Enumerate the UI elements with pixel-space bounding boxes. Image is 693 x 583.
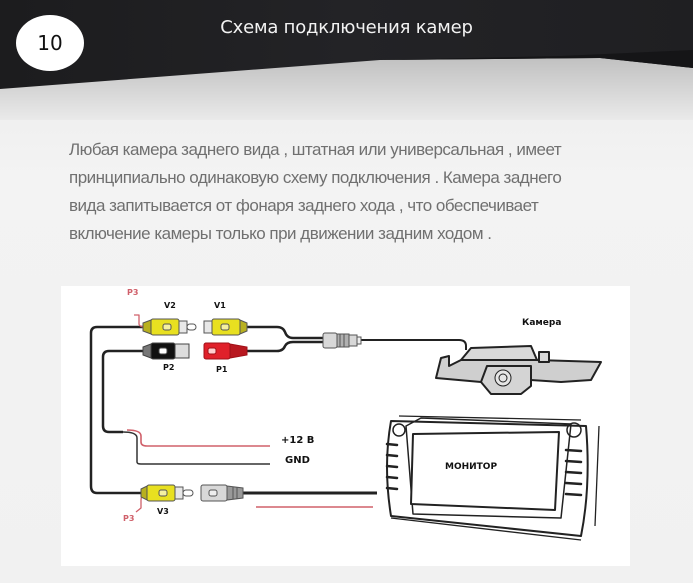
step-number-badge: 10: [16, 15, 84, 71]
label-plus12: +12 В: [281, 435, 315, 446]
wiring-diagram-drawing: [89, 314, 602, 541]
label-v2: V2: [164, 301, 176, 310]
label-gnd: GND: [285, 455, 310, 466]
label-p2: P2: [163, 363, 175, 372]
monitor-icon: [385, 415, 600, 541]
intro-paragraph: Любая камера заднего вида , штатная или …: [69, 136, 629, 248]
p1-wire: [247, 340, 323, 353]
v3-yellow-plug: [140, 484, 194, 502]
label-v3: V3: [157, 507, 169, 516]
camera-connector: [322, 332, 362, 349]
power-loop-wire: [101, 349, 143, 434]
p2-black-plug: [142, 342, 190, 360]
gnd-wire: [122, 431, 270, 465]
intro-line: включение камеры только при движении зад…: [69, 224, 492, 243]
label-p1: P1: [216, 365, 228, 374]
intro-line: вида запитывается от фонаря заднего хода…: [69, 196, 539, 215]
p1-red-plug: [203, 342, 248, 360]
intro-line: Любая камера заднего вида , штатная или …: [69, 140, 562, 159]
label-monitor: МОНИТОР: [445, 462, 498, 472]
page-title: Схема подключения камер: [220, 17, 473, 38]
label-v1: V1: [214, 301, 226, 310]
header-band: [0, 0, 693, 120]
wiring-diagram: P3 V2 V1 P2 P1 Камера +12 В GND P3 V3 МО…: [61, 286, 630, 566]
label-camera: Камера: [522, 318, 562, 328]
v1-wire: [247, 325, 323, 340]
label-p3-top: P3: [127, 288, 139, 297]
label-p3-bottom: P3: [123, 514, 135, 523]
plus12-wire: [126, 429, 270, 447]
video-loop-wire: [89, 325, 143, 495]
camera-cable: [361, 339, 467, 350]
camera-icon: [435, 345, 602, 395]
p3-top-lead: [134, 314, 144, 328]
monitor-connector: [200, 484, 244, 502]
v2-yellow-plug: [142, 318, 197, 336]
v1-yellow-plug: [203, 318, 248, 336]
intro-line: принципиально одинаковую схему подключен…: [69, 168, 562, 187]
